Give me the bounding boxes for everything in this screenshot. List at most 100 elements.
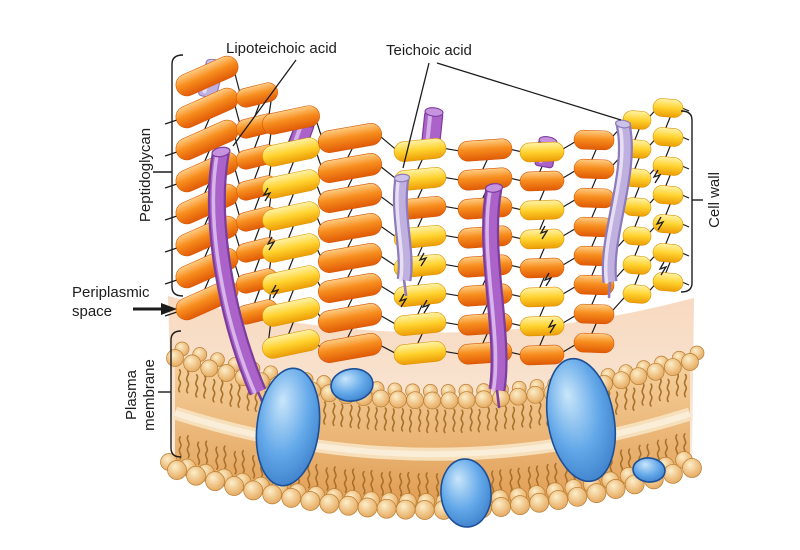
crosslink-line (164, 279, 178, 285)
peptidoglycan-unit (573, 158, 615, 180)
peptide-bridge-line (416, 186, 424, 201)
peptide-zigzags (262, 169, 668, 334)
lipid-tail (435, 473, 440, 497)
phospholipid-head (605, 479, 626, 499)
peptidoglycan-unit (318, 303, 382, 333)
phospholipid-head (548, 490, 569, 510)
lipid-tail (307, 464, 311, 489)
lipid-tail (614, 391, 619, 415)
peptidoglycan-unit (519, 344, 565, 366)
lipid-tail (683, 373, 688, 398)
peptide-bridge-line (287, 320, 295, 336)
lipid-tail (425, 472, 429, 496)
lipid-tail (511, 406, 516, 431)
phospholipid-head (567, 486, 588, 507)
peptide-bridge-line (416, 331, 424, 346)
phospholipid-head (526, 385, 545, 404)
lipid-tail (527, 466, 532, 491)
peptide-zigzag (266, 236, 276, 251)
phospholipid-head (509, 387, 527, 406)
peptidoglycan-unit (652, 214, 684, 234)
peptidoglycan-unit (236, 82, 278, 108)
lipid-tail (529, 404, 533, 429)
peptide-bridge-line (287, 256, 295, 272)
lipid-tail (391, 408, 395, 432)
lipid-tail (374, 407, 378, 431)
lipid-tail (185, 369, 190, 394)
crosslink-line (164, 151, 178, 157)
lipid-tail (443, 409, 447, 434)
peptidoglycan-bracket (171, 54, 184, 297)
peptidoglycan-unit (622, 197, 652, 217)
peptide-bridge-line (538, 188, 546, 203)
teichoic-leader-line-right (436, 62, 622, 121)
peptide-bridge-line (287, 288, 295, 304)
peptide-bridge-line (287, 224, 295, 240)
peptide-bridge-line (633, 271, 641, 288)
phospholipid-head (357, 497, 378, 518)
lipid-tail (418, 408, 422, 433)
peptide-bridge-line (253, 226, 261, 243)
teichoic-acid-tube (601, 119, 633, 299)
peptidoglycan-unit (318, 123, 382, 153)
peptidoglycan-unit (519, 257, 565, 279)
lipid-tail (498, 469, 503, 493)
lipid-tail (388, 471, 392, 495)
phospholipid-head (414, 500, 435, 520)
lipoteichoic-leader-line (232, 59, 297, 147)
phospholipid-head (300, 491, 321, 511)
lipid-tail (204, 440, 209, 465)
phospholipid-head (217, 364, 236, 382)
phospholipid-head (166, 349, 184, 367)
lipid-tail (460, 409, 464, 434)
peptide-bridge-line (633, 155, 641, 172)
phospholipid-head (389, 390, 407, 409)
label-periplasmic-line1: Periplasmic (72, 284, 150, 301)
membrane-protein (255, 367, 321, 487)
peptidoglycan-unit (652, 272, 684, 292)
peptide-bridge-line (538, 217, 546, 232)
lipid-tail (656, 439, 661, 464)
lipid-tail (223, 445, 227, 469)
peptidoglycan-mesh (175, 55, 684, 366)
peptidoglycan-unit (573, 187, 615, 209)
peptidoglycan-unit (318, 333, 382, 363)
membrane-protein (440, 458, 492, 528)
peptide-bridge-line (538, 304, 546, 319)
phospholipid-head (529, 492, 550, 513)
tube-cap (484, 183, 504, 193)
lipoteichoic-acid-tube (482, 183, 508, 409)
phospholipid-head (663, 464, 683, 484)
peptide-bridge-line (416, 273, 424, 288)
membrane-protein (330, 368, 374, 402)
peptide-zigzag (270, 284, 280, 299)
phospholipid-head (423, 391, 442, 410)
phospholipid-head (629, 367, 648, 386)
label-plasma-membrane: Plasma membrane (123, 359, 159, 431)
lipid-tail (503, 405, 508, 430)
phospholipid-head (338, 495, 359, 516)
peptidoglycan-unit (622, 226, 652, 246)
peptidoglycan-unit (622, 284, 652, 304)
lipid-tail (325, 467, 329, 491)
lipid-tail (380, 472, 384, 496)
crosslink-line (164, 183, 178, 189)
peptidoglycan-unit (573, 303, 615, 325)
peptide-zigzag (539, 225, 549, 240)
phospholipid-head (395, 499, 416, 520)
peptidoglycan-unit (318, 213, 382, 243)
phospholipid-head (376, 498, 397, 519)
lipid-tail (666, 378, 670, 403)
phospholipid-head (281, 488, 302, 508)
lipid-tail (237, 384, 241, 408)
membrane-protein (632, 457, 666, 483)
peptidoglycan-unit (622, 255, 652, 275)
membrane-proteins (255, 357, 666, 528)
lipid-tail (323, 401, 327, 425)
peptide-zigzag (543, 272, 553, 287)
phospholipid-head (663, 358, 682, 376)
lipid-tail (315, 463, 319, 488)
phospholipid-head (682, 458, 702, 478)
phospholipid-head (183, 354, 201, 373)
